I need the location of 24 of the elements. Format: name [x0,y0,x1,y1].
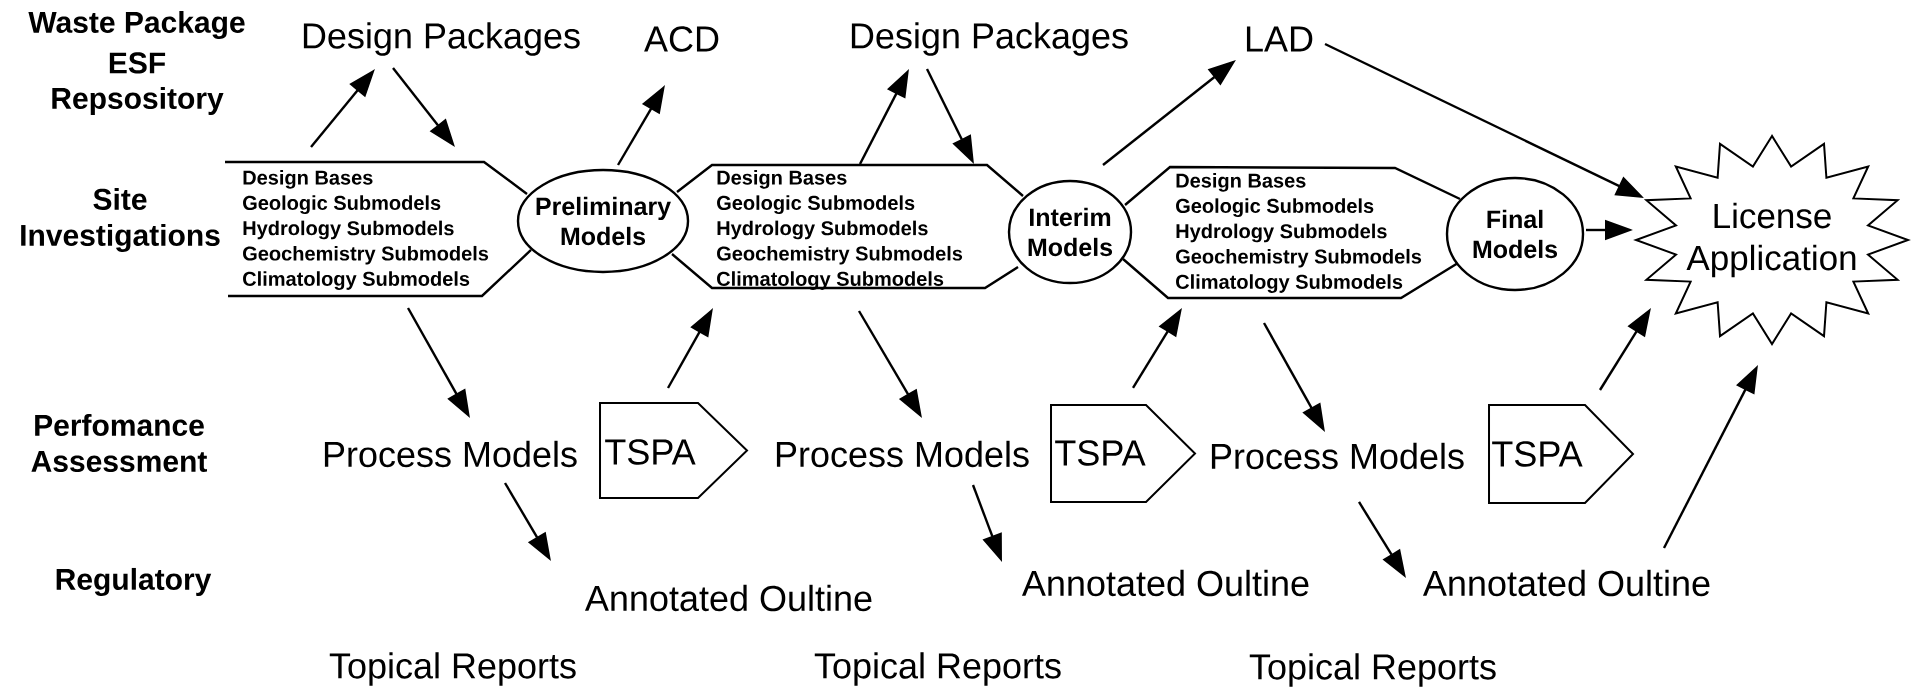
text-label: Process Models [1211,442,1464,470]
text-label: Annotated Oultine [1021,569,1309,597]
text-label: Design Packages [303,22,580,56]
submodel-box: Design Bases Geologic Submodels Hydrology Submodels Geochemistry Submodels Climatology Submodels [225,160,532,298]
text-label: Topical Reports [1249,653,1496,687]
text-label: Topical Reports [329,652,576,686]
text-label: ACD [644,26,719,52]
submodel-box: Design Bases Geologic Submodels Hydrology Submodels Geochemistry Submodels Climatology Submodels [671,163,1024,290]
text-label: Design Packages [851,22,1128,56]
text-label: Process Models [324,440,577,468]
row-heading: ESF [109,52,166,74]
row-heading: Perfomance Assessment [31,414,207,472]
text-label: Process Models [776,440,1029,468]
pentagon-box: TSPA [1488,404,1635,504]
row-heading: Repsository [52,87,224,115]
text-label: LAD [1246,26,1313,52]
row-heading: Regulatory [56,567,212,597]
pentagon-box: TSPA [1050,404,1197,503]
text-label: Topical Reports [814,652,1061,686]
submodel-box: Design Bases Geologic Submodels Hydrology Submodels Geochemistry Submodels Climatology Submodels [1122,165,1461,300]
text-label: Annotated Oultine [584,584,872,612]
row-heading: Waste Package [28,10,245,40]
pentagon-box: TSPA [599,402,749,499]
text-label: Annotated Oultine [1422,569,1710,597]
